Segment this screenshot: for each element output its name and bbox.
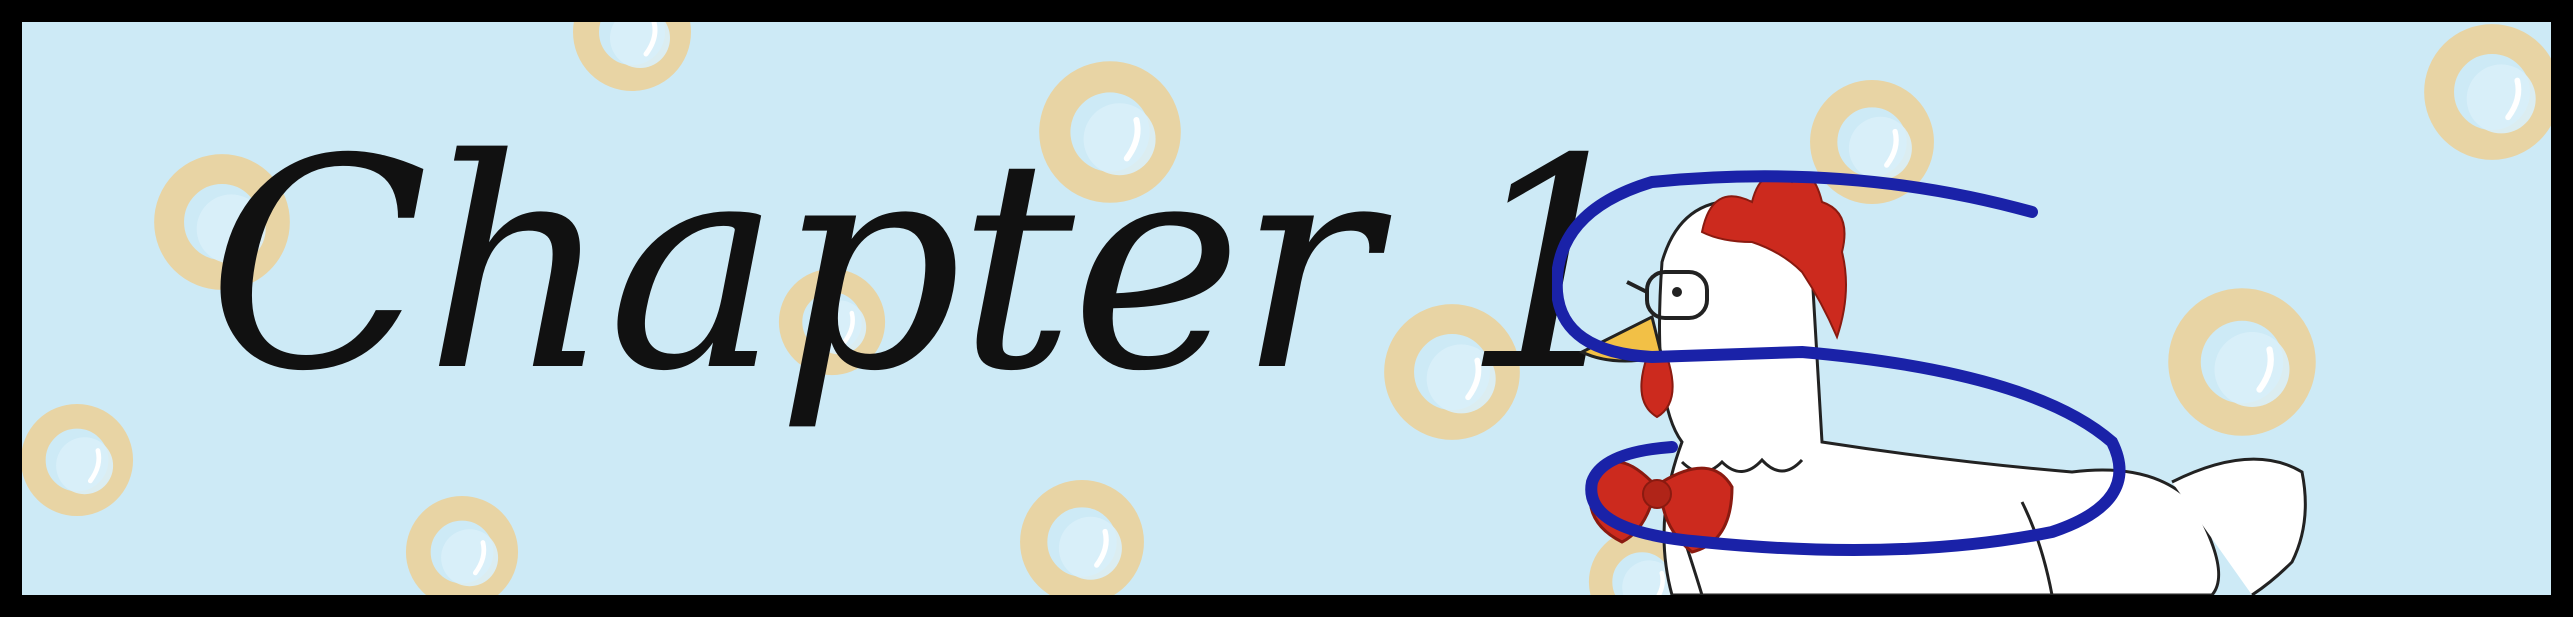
chapter-title: Chapter 1 <box>207 98 1646 435</box>
glasses-icon <box>1645 270 1709 320</box>
bubble-ring-icon <box>586 22 678 78</box>
bubble-ring-icon <box>2439 39 2545 145</box>
bubble-ring-icon <box>1034 494 1131 591</box>
bubble-ring-icon <box>33 416 120 503</box>
bubble-ring-icon <box>418 508 505 595</box>
ribbon-swirl <box>1552 170 2126 556</box>
chicken-mascot-icon <box>1552 170 2307 595</box>
